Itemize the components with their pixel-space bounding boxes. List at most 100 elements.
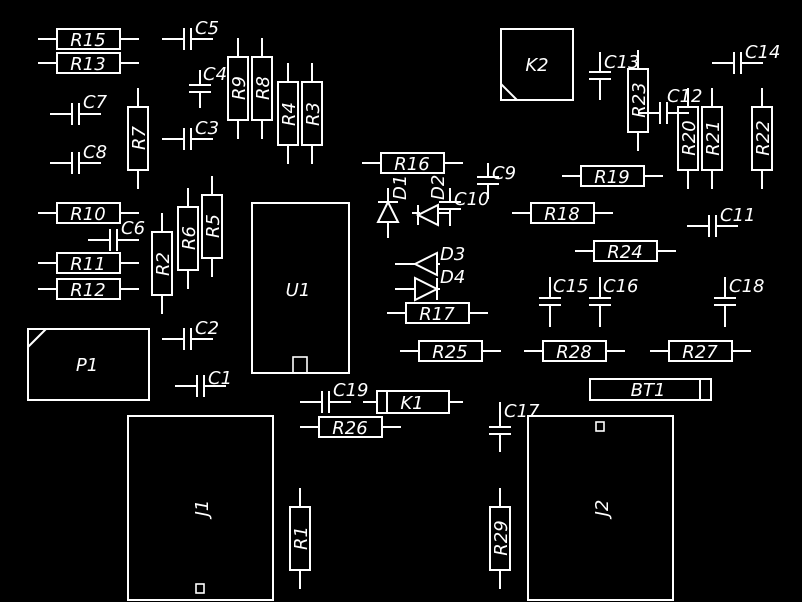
resistor-r21-label: R21 xyxy=(703,120,724,155)
resistor-r11: R11 xyxy=(38,252,139,275)
capacitor-c3-label: C3 xyxy=(195,118,219,139)
resistor-r27-label: R27 xyxy=(682,342,718,363)
ic-u1-label: U1 xyxy=(286,280,311,301)
capacitor-c6: C6 xyxy=(88,218,145,251)
capacitor-c11: C11 xyxy=(687,205,755,237)
resistor-r26: R26 xyxy=(300,416,401,439)
resistor-r6: R6 xyxy=(177,188,200,289)
resistor-r8-label: R8 xyxy=(253,76,274,100)
capacitor-c5-label: C5 xyxy=(195,18,219,39)
module-k1: K1 xyxy=(363,390,463,414)
resistor-r28-label: R28 xyxy=(556,342,591,363)
resistor-r16-label: R16 xyxy=(394,154,429,175)
capacitor-c17: C17 xyxy=(489,401,540,452)
resistor-r18: R18 xyxy=(512,202,613,225)
capacitor-c8-label: C8 xyxy=(83,142,107,163)
diode-d1-label: D1 xyxy=(390,175,411,200)
ic-u1: U1 xyxy=(251,202,350,374)
connector-j2-label: J2 xyxy=(592,500,613,520)
capacitor-c9: C9 xyxy=(477,163,516,199)
resistor-r13: R13 xyxy=(38,52,139,75)
diode-d4: D4 xyxy=(395,267,465,302)
resistor-r16: R16 xyxy=(362,152,463,175)
resistor-r27: R27 xyxy=(650,340,751,363)
resistor-r18-label: R18 xyxy=(544,204,579,225)
capacitor-c4-label: C4 xyxy=(203,64,227,85)
capacitor-c11-label: C11 xyxy=(720,205,755,226)
capacitor-c13: C13 xyxy=(589,52,639,100)
capacitor-c13-label: C13 xyxy=(604,52,639,73)
capacitor-c12-label: C12 xyxy=(667,86,702,107)
resistor-r1: R1 xyxy=(289,488,312,589)
capacitor-c16-label: C16 xyxy=(603,276,638,297)
relay-k2-label: K2 xyxy=(525,55,548,76)
resistor-r19-label: R19 xyxy=(594,167,629,188)
resistor-r20: R20 xyxy=(677,88,700,189)
resistor-r13-label: R13 xyxy=(70,54,105,75)
resistor-r8: R8 xyxy=(251,38,274,139)
resistor-r24-label: R24 xyxy=(607,242,642,263)
connector-j1: J1 xyxy=(127,415,274,601)
capacitor-c18-label: C18 xyxy=(729,276,764,297)
battery-bt1-label: BT1 xyxy=(631,380,666,401)
resistor-r6-label: R6 xyxy=(179,226,200,250)
capacitor-c18: C18 xyxy=(714,276,764,327)
resistor-r17: R17 xyxy=(387,302,488,325)
capacitor-c15-label: C15 xyxy=(553,276,588,297)
resistor-r19: R19 xyxy=(562,165,663,188)
resistor-r17-label: R17 xyxy=(419,304,455,325)
resistor-r4: R4 xyxy=(277,63,300,164)
resistor-r23: R23 xyxy=(627,50,650,151)
capacitor-c4: C4 xyxy=(189,64,227,108)
resistor-r25: R25 xyxy=(400,340,501,363)
resistor-r28: R28 xyxy=(524,340,625,363)
capacitor-c8: C8 xyxy=(50,142,107,174)
diode-d4-label: D4 xyxy=(440,267,465,288)
resistor-r10: R10 xyxy=(38,202,139,225)
capacitor-c9-label: C9 xyxy=(492,163,516,184)
connector-j2: J2 xyxy=(527,415,674,601)
resistor-r29: R29 xyxy=(489,488,512,589)
resistor-r12: R12 xyxy=(38,278,139,301)
resistor-r9-label: R9 xyxy=(229,76,250,100)
resistor-r2: R2 xyxy=(151,213,174,314)
capacitor-c10: C10 xyxy=(439,188,489,226)
capacitor-c12: C12 xyxy=(638,86,702,124)
battery-bt1: BT1 xyxy=(589,378,712,401)
resistor-r3-label: R3 xyxy=(303,102,324,126)
capacitor-c17-label: C17 xyxy=(504,401,540,422)
diode-d1: D1 xyxy=(376,175,411,238)
resistor-r5-label: R5 xyxy=(203,214,224,238)
diode-d2-label: D2 xyxy=(428,175,449,200)
capacitor-c10-label: C10 xyxy=(454,189,489,210)
resistor-r11-label: R11 xyxy=(70,254,105,275)
resistor-r23-label: R23 xyxy=(629,82,650,117)
relay-k2: K2 xyxy=(500,28,574,101)
capacitor-c19: C19 xyxy=(300,380,368,413)
resistor-r1-label: R1 xyxy=(291,526,312,550)
resistor-r10-label: R10 xyxy=(70,204,105,225)
resistor-r3: R3 xyxy=(301,63,324,164)
capacitor-c15: C15 xyxy=(539,276,588,327)
connector-j1-label: J1 xyxy=(192,500,213,520)
resistor-r24: R24 xyxy=(575,240,676,263)
connector-p1-label: P1 xyxy=(76,355,98,376)
resistor-r22: R22 xyxy=(751,88,774,189)
resistor-r25-label: R25 xyxy=(432,342,467,363)
resistor-r29-label: R29 xyxy=(491,520,512,555)
capacitor-c5: C5 xyxy=(162,18,219,50)
diode-d2: D2 xyxy=(412,175,450,227)
capacitor-c1: C1 xyxy=(175,368,232,397)
resistor-r5: R5 xyxy=(201,176,224,277)
resistor-r26-label: R26 xyxy=(332,418,367,439)
resistor-r9: R9 xyxy=(227,38,250,139)
resistor-r15: R15 xyxy=(38,28,139,51)
resistor-r20-label: R20 xyxy=(679,120,700,155)
resistor-r22-label: R22 xyxy=(753,120,774,155)
resistor-r7-label: R7 xyxy=(129,125,150,150)
module-k1-label: K1 xyxy=(400,393,423,414)
capacitor-c6-label: C6 xyxy=(121,218,145,239)
resistor-r21: R21 xyxy=(701,88,724,189)
